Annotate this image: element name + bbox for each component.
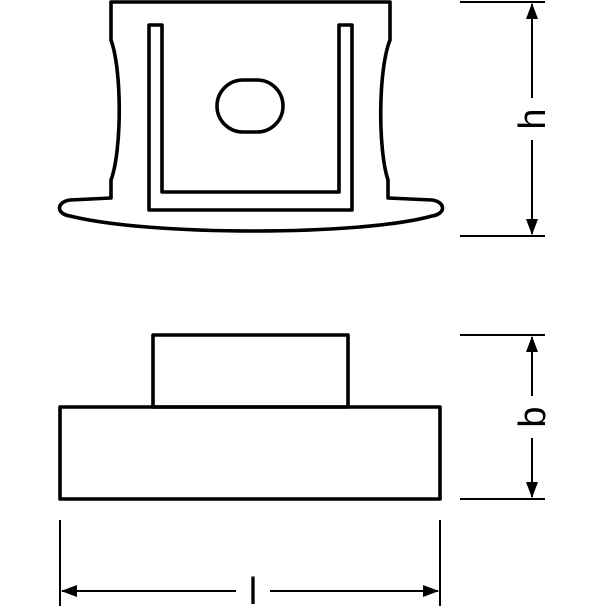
profile-channel bbox=[147, 23, 354, 212]
length-label: l bbox=[249, 571, 257, 608]
length-dimension: l bbox=[59, 520, 441, 608]
side-view-top-block bbox=[151, 333, 350, 409]
depth-label: b bbox=[512, 406, 554, 427]
depth-dimension: b bbox=[460, 334, 554, 500]
height-dimension: h bbox=[460, 1, 554, 237]
side-view bbox=[58, 333, 442, 501]
height-label: h bbox=[512, 108, 554, 129]
end-cap-outline bbox=[57, 0, 445, 233]
mounting-hole bbox=[215, 78, 285, 134]
side-view-base bbox=[58, 405, 442, 501]
front-view bbox=[57, 0, 445, 233]
